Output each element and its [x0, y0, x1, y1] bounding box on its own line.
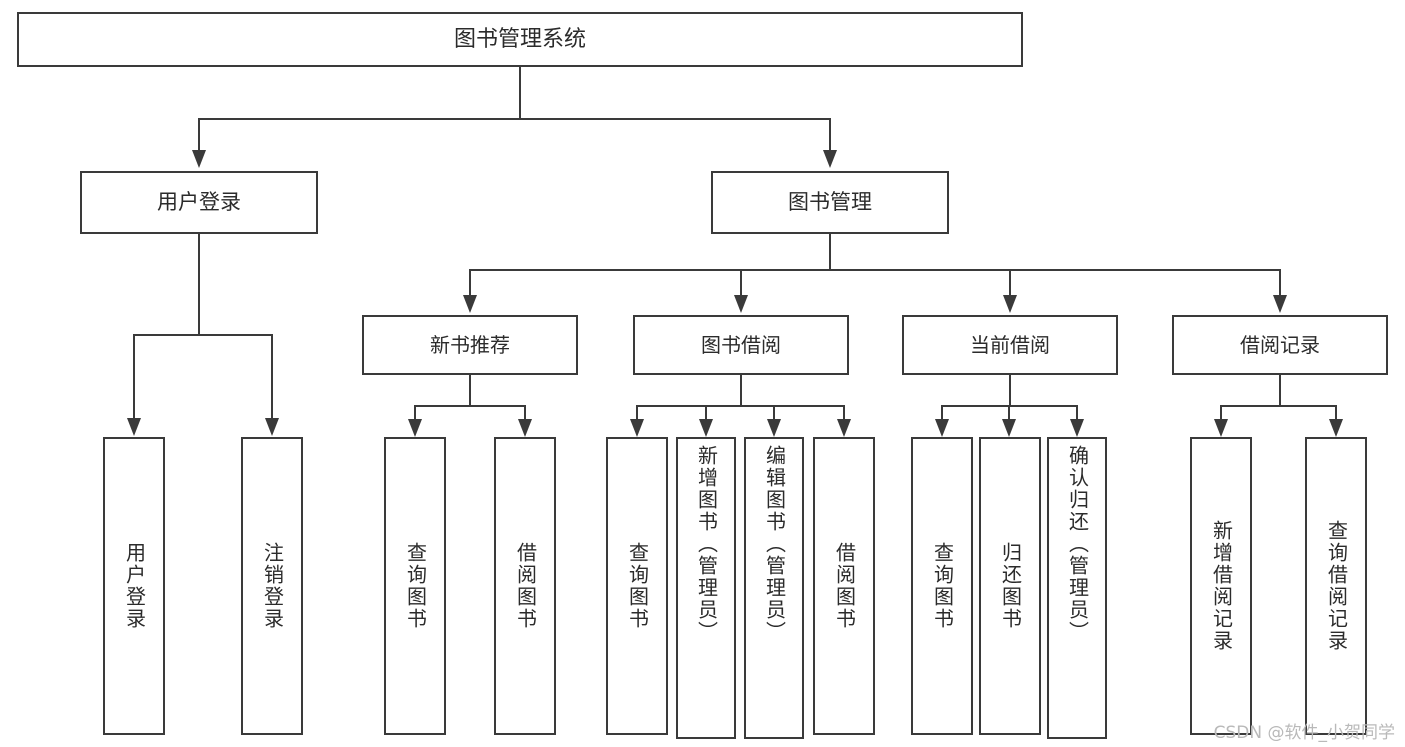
leaf-user-login-label: 用户登录 — [122, 542, 147, 630]
leaf-nbr-query-books-label: 查询图书 — [403, 542, 428, 630]
node-new-book-recommend[interactable]: 新书推荐 — [362, 315, 578, 375]
arrowhead-br-to-leaf2 — [1329, 419, 1343, 437]
connector-current-borrow-stem — [1009, 375, 1011, 406]
leaf-cb-return-books-label: 归还图书 — [998, 542, 1023, 630]
leaf-logout[interactable]: 注销登录 — [241, 437, 303, 735]
leaf-bb-borrow-books-label: 借阅图书 — [832, 542, 857, 630]
leaf-cb-confirm-return-admin[interactable]: 确认归还（管理员） — [1047, 437, 1107, 739]
arrowhead-bb-to-leaf3 — [767, 419, 781, 437]
arrowhead-bm-to-borrow-record — [1273, 295, 1287, 313]
leaf-nbr-borrow-books-label: 借阅图书 — [513, 542, 538, 630]
leaf-bb-borrow-books[interactable]: 借阅图书 — [813, 437, 875, 735]
connector-book-borrow-bar — [636, 405, 845, 407]
node-book-management[interactable]: 图书管理 — [711, 171, 949, 234]
connector-bm-to-new-book-rec — [469, 269, 471, 297]
connector-new-book-rec-stem — [469, 375, 471, 406]
leaf-bb-edit-book-admin[interactable]: 编辑图书（管理员） — [744, 437, 804, 739]
leaf-logout-label: 注销登录 — [260, 542, 285, 630]
leaf-cb-return-books[interactable]: 归还图书 — [979, 437, 1041, 735]
connector-bm-to-book-borrow — [740, 269, 742, 297]
connector-cb-to-leaf3 — [1076, 405, 1078, 421]
leaf-cb-query-books[interactable]: 查询图书 — [911, 437, 973, 735]
arrowhead-bb-to-leaf2 — [699, 419, 713, 437]
leaf-bb-edit-book-admin-label: 编辑图书（管理员） — [762, 445, 787, 643]
connector-bm-to-current-borrow — [1009, 269, 1011, 297]
leaf-nbr-query-books[interactable]: 查询图书 — [384, 437, 446, 735]
connector-root-to-book-manage — [829, 118, 831, 152]
connector-new-book-rec-bar — [414, 405, 526, 407]
leaf-bb-add-book-admin[interactable]: 新增图书（管理员） — [676, 437, 736, 739]
arrowhead-cb-to-leaf3 — [1070, 419, 1084, 437]
arrowhead-bm-to-current-borrow — [1003, 295, 1017, 313]
leaf-br-add-record[interactable]: 新增借阅记录 — [1190, 437, 1252, 735]
connector-borrow-record-stem — [1279, 375, 1281, 406]
node-book-management-label: 图书管理 — [788, 190, 872, 215]
leaf-br-query-record-label: 查询借阅记录 — [1324, 520, 1349, 652]
connector-nbr-to-leaf1 — [414, 405, 416, 421]
leaf-bb-query-books[interactable]: 查询图书 — [606, 437, 668, 735]
connector-borrow-record-bar — [1220, 405, 1337, 407]
node-book-borrow[interactable]: 图书借阅 — [633, 315, 849, 375]
arrowhead-user-login-to-leaf1 — [127, 418, 141, 436]
connector-cb-to-leaf2 — [1008, 405, 1010, 421]
node-current-borrow-label: 当前借阅 — [970, 332, 1050, 357]
connector-root-bar — [198, 118, 831, 120]
connector-bm-to-borrow-record — [1279, 269, 1281, 297]
connector-book-management-stem — [829, 234, 831, 270]
connector-book-management-bar — [470, 269, 1280, 271]
node-borrow-record[interactable]: 借阅记录 — [1172, 315, 1388, 375]
connector-bb-to-leaf1 — [636, 405, 638, 421]
node-borrow-record-label: 借阅记录 — [1240, 332, 1320, 357]
node-book-borrow-label: 图书借阅 — [701, 332, 781, 357]
arrowhead-user-login-to-leaf2 — [265, 418, 279, 436]
connector-br-to-leaf2 — [1335, 405, 1337, 421]
arrowhead-nbr-to-leaf1 — [408, 419, 422, 437]
connector-cb-to-leaf1 — [941, 405, 943, 421]
arrowhead-br-to-leaf1 — [1214, 419, 1228, 437]
node-user-login-label: 用户登录 — [157, 190, 241, 215]
leaf-nbr-borrow-books[interactable]: 借阅图书 — [494, 437, 556, 735]
arrowhead-root-to-user-login — [192, 150, 206, 168]
connector-book-borrow-stem — [740, 375, 742, 406]
connector-user-login-to-leaf1 — [133, 334, 135, 420]
arrowhead-cb-to-leaf1 — [935, 419, 949, 437]
node-new-book-recommend-label: 新书推荐 — [430, 332, 510, 357]
connector-bb-to-leaf4 — [843, 405, 845, 421]
arrowhead-bb-to-leaf1 — [630, 419, 644, 437]
arrowhead-bm-to-book-borrow — [734, 295, 748, 313]
leaf-bb-query-books-label: 查询图书 — [625, 542, 650, 630]
connector-bb-to-leaf3 — [773, 405, 775, 421]
arrowhead-cb-to-leaf2 — [1002, 419, 1016, 437]
arrowhead-bm-to-new-book-rec — [463, 295, 477, 313]
leaf-cb-query-books-label: 查询图书 — [930, 542, 955, 630]
node-current-borrow[interactable]: 当前借阅 — [902, 315, 1118, 375]
leaf-br-query-record[interactable]: 查询借阅记录 — [1305, 437, 1367, 735]
arrowhead-bb-to-leaf4 — [837, 419, 851, 437]
leaf-user-login[interactable]: 用户登录 — [103, 437, 165, 735]
connector-bb-to-leaf2 — [705, 405, 707, 421]
node-user-login[interactable]: 用户登录 — [80, 171, 318, 234]
arrowhead-nbr-to-leaf2 — [518, 419, 532, 437]
connector-br-to-leaf1 — [1220, 405, 1222, 421]
connector-user-login-stem — [198, 234, 200, 335]
leaf-bb-add-book-admin-label: 新增图书（管理员） — [694, 445, 719, 643]
connector-user-login-bar — [133, 334, 273, 336]
arrowhead-root-to-book-manage — [823, 150, 837, 168]
connector-root-stem — [519, 67, 521, 119]
node-root-label: 图书管理系统 — [453, 26, 586, 52]
connector-user-login-to-leaf2 — [271, 334, 273, 420]
connector-nbr-to-leaf2 — [524, 405, 526, 421]
connector-root-to-user-login — [198, 118, 200, 152]
leaf-br-add-record-label: 新增借阅记录 — [1209, 520, 1234, 652]
leaf-cb-confirm-return-admin-label: 确认归还（管理员） — [1065, 445, 1090, 643]
node-root-book-management-system[interactable]: 图书管理系统 — [17, 12, 1023, 67]
